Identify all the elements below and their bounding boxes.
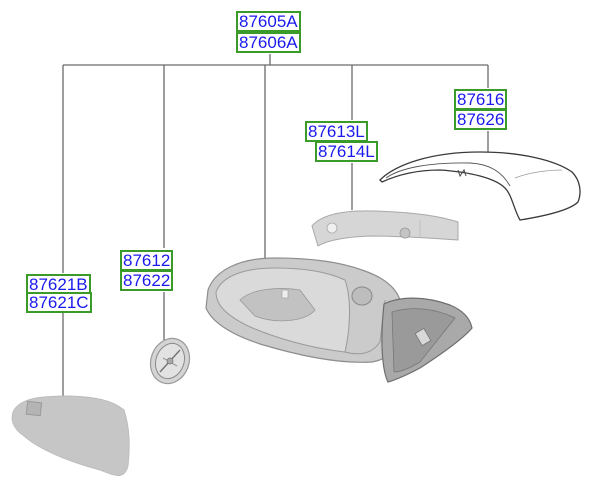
callout-actuator-bottom[interactable]: 87622 xyxy=(120,270,174,291)
callout-lamp-bottom[interactable]: 87614L xyxy=(315,141,378,162)
callout-lamp-top[interactable]: 87613L xyxy=(305,121,368,142)
mirror-glass-part xyxy=(11,395,130,476)
mirror-base-part xyxy=(381,297,473,383)
callout-actuator-top[interactable]: 87612 xyxy=(120,250,174,271)
callout-cover-bottom[interactable]: 87626 xyxy=(454,109,508,130)
scalp-cover-part xyxy=(379,151,581,221)
side-repeater-lamp-part xyxy=(311,210,459,247)
callout-assembly-bottom[interactable]: 87606A xyxy=(236,32,301,53)
callout-assembly-top[interactable]: 87605A xyxy=(236,11,301,32)
mirror-housing-part xyxy=(205,257,401,363)
mirror-actuator-part xyxy=(149,337,191,385)
leader-lines xyxy=(62,54,489,398)
callout-cover-top[interactable]: 87616 xyxy=(454,89,508,110)
callout-glass-bottom[interactable]: 87621C xyxy=(26,292,92,313)
